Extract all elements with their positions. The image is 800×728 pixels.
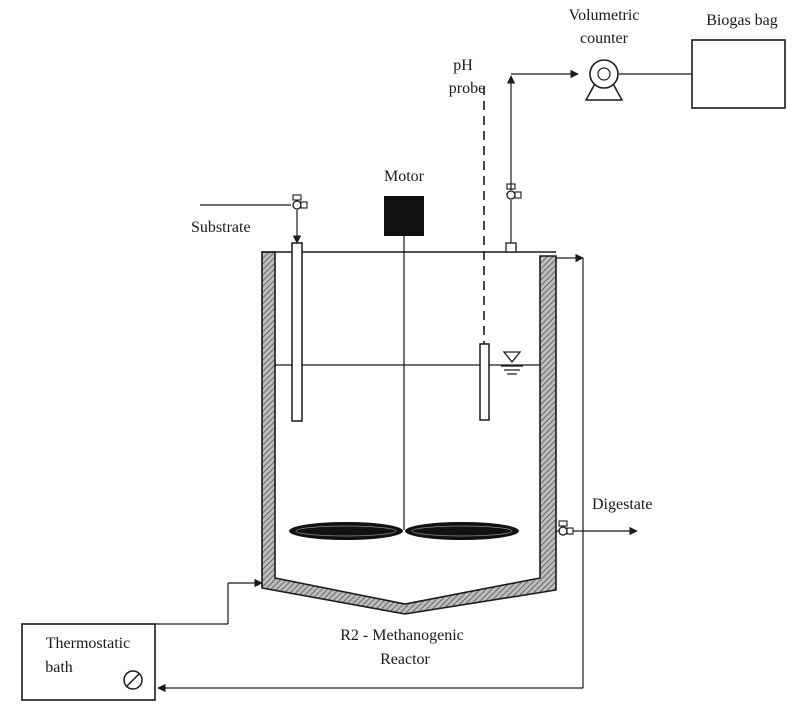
- digestate-valve-icon: [558, 520, 574, 536]
- reactor-label-1: R2 - Methanogenic: [340, 627, 464, 644]
- volumetric-counter-label-1: Volumetric: [569, 7, 640, 24]
- gas-valve-icon: [506, 183, 522, 200]
- ph-probe-label-2: probe: [449, 80, 485, 97]
- biogas-bag-box: [691, 39, 786, 109]
- thermostatic-bath-label-1: Thermostatic: [46, 635, 130, 652]
- liquid-level-icon: [501, 351, 523, 375]
- volumetric-counter-label-2: counter: [580, 30, 629, 47]
- impeller-icon: [289, 522, 519, 540]
- left-baffle: [291, 242, 303, 422]
- biogas-line: [505, 69, 692, 253]
- digestate-outlet: [556, 520, 638, 536]
- thermostatic-bath-label-2: bath: [45, 659, 73, 676]
- motor-label: Motor: [384, 168, 425, 185]
- heating-loop: [155, 253, 584, 693]
- digestate-label: Digestate: [592, 496, 652, 513]
- ph-probe-label-1: pH: [453, 57, 473, 74]
- gas-outlet-port: [505, 242, 517, 253]
- substrate-label: Substrate: [191, 219, 251, 236]
- reactor-label-2: Reactor: [380, 651, 430, 668]
- substrate-inlet: [200, 194, 308, 244]
- volumetric-counter-icon: [584, 59, 624, 101]
- right-baffle: [479, 343, 490, 421]
- thermostat-dial-icon: [123, 670, 143, 690]
- biogas-bag-label: Biogas bag: [706, 12, 778, 29]
- reactor-vessel: [261, 251, 557, 615]
- motor-icon: [384, 196, 424, 236]
- substrate-valve-icon: [292, 194, 308, 210]
